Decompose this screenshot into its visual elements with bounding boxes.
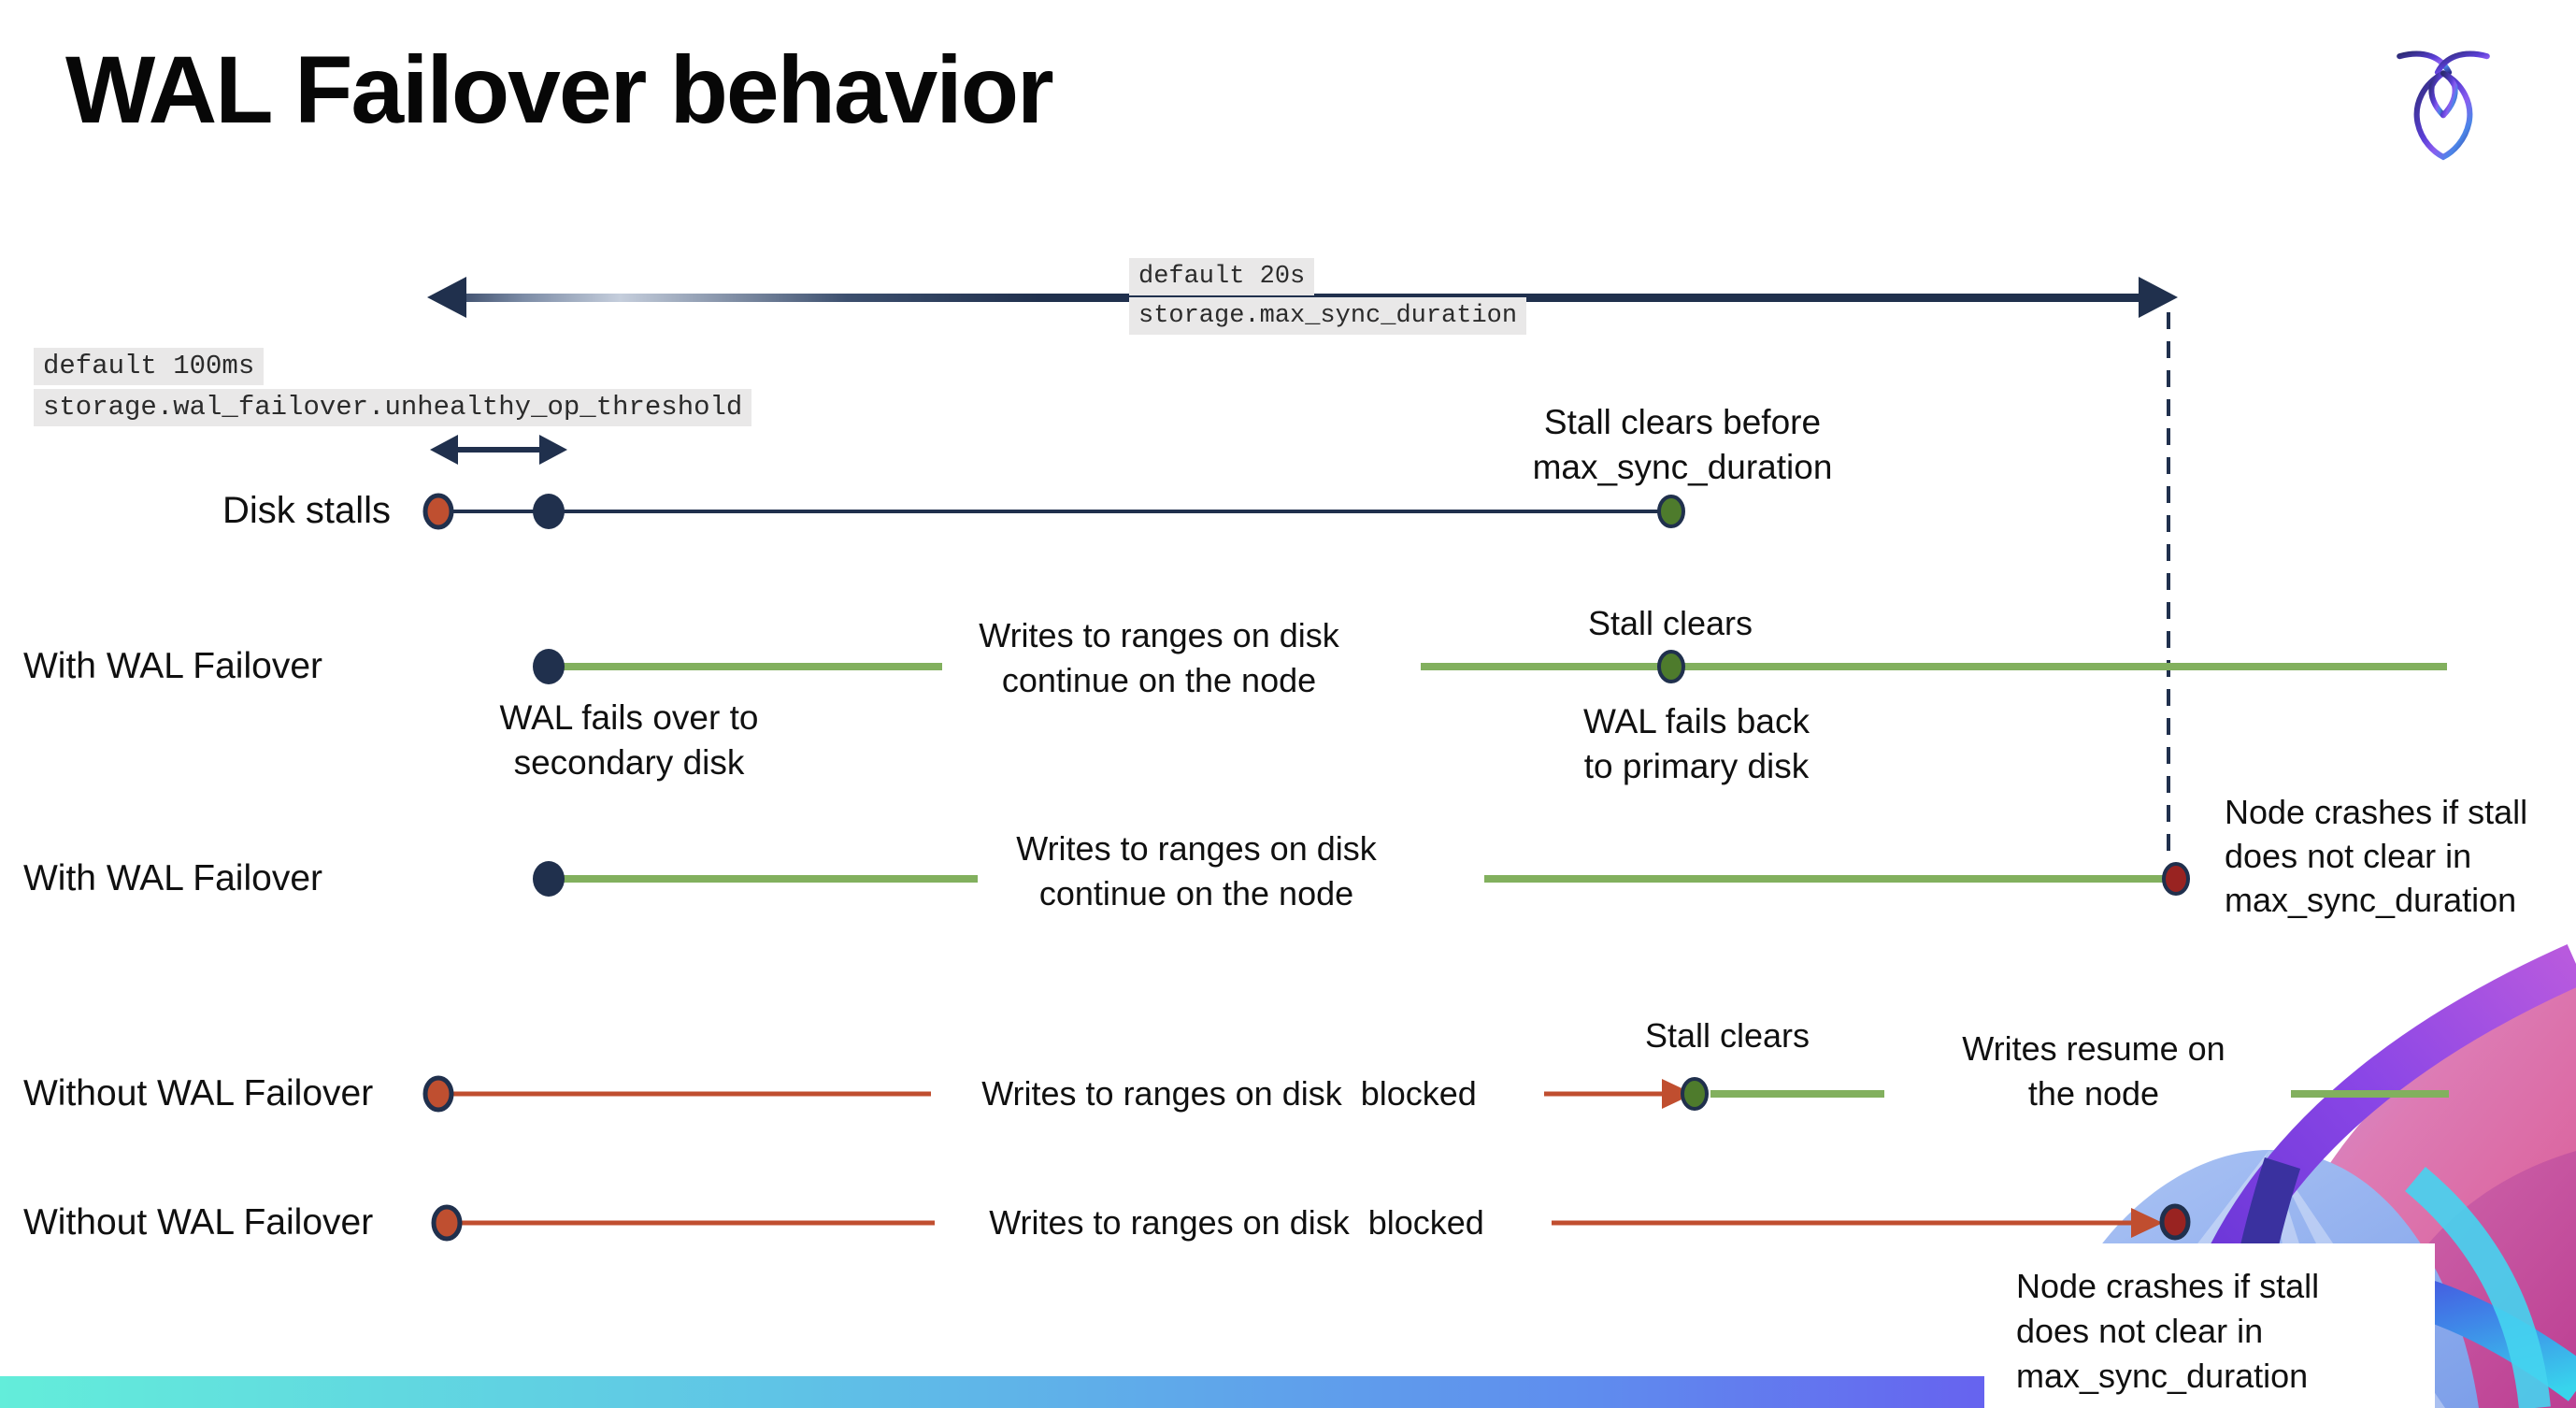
node-crash-callout: Node crashes if stall does not clear in … bbox=[1984, 1243, 2435, 1408]
timeline-with-wal-failover-1 bbox=[533, 649, 2447, 684]
row-label-disk-stalls: Disk stalls bbox=[222, 490, 391, 531]
row-label-without-wal-failover-2: Without WAL Failover bbox=[23, 1202, 374, 1243]
cockroachdb-logo-icon bbox=[2397, 50, 2490, 161]
failover-dot bbox=[533, 861, 565, 897]
stall-start-dot bbox=[422, 1075, 454, 1113]
threshold-setting-name: storage.wal_failover.unhealthy_op_thresh… bbox=[34, 389, 752, 426]
max-sync-default-label: default 20s bbox=[1129, 258, 1315, 295]
unhealthy-op-threshold-arrow bbox=[430, 435, 567, 465]
stall-start-dot bbox=[431, 1204, 463, 1242]
note-node-crash-2: Node crashes if stall does not clear in … bbox=[2016, 1267, 2320, 1395]
timeline-disk-stalls bbox=[422, 493, 1685, 530]
row-label-with-wal-failover-1: With WAL Failover bbox=[23, 646, 322, 686]
note-wal-fails-back: WAL fails back to primary disk bbox=[1583, 702, 1810, 785]
note-writes-continue-1: Writes to ranges on disk continue on the… bbox=[979, 616, 1339, 699]
stall-clears-dot bbox=[1681, 1077, 1709, 1111]
note-stall-clears-2: Stall clears bbox=[1644, 1016, 1810, 1055]
note-node-crash-1: Node crashes if stall does not clear in … bbox=[2225, 793, 2528, 919]
note-writes-continue-2: Writes to ranges on disk continue on the… bbox=[1016, 829, 1377, 912]
note-writes-resume: Writes resume on the node bbox=[1962, 1029, 2225, 1113]
node-crash-dot bbox=[2159, 1203, 2191, 1241]
note-stall-clears-1: Stall clears bbox=[1587, 604, 1753, 642]
node-crash-dot bbox=[2162, 862, 2190, 896]
threshold-dot bbox=[533, 494, 565, 529]
note-stall-clears-before: Stall clears before max_sync_duration bbox=[1532, 403, 1833, 486]
row-label-without-wal-failover-1: Without WAL Failover bbox=[23, 1073, 374, 1113]
max-sync-setting-name: storage.max_sync_duration bbox=[1129, 297, 1527, 335]
stall-clears-dot bbox=[1657, 650, 1685, 683]
page-title: WAL Failover behavior bbox=[65, 36, 1054, 143]
failover-dot bbox=[533, 649, 565, 684]
note-writes-blocked-1: Writes to ranges on disk blocked bbox=[981, 1074, 1477, 1113]
threshold-default-label: default 100ms bbox=[34, 348, 265, 385]
note-writes-blocked-2: Writes to ranges on disk blocked bbox=[989, 1203, 1484, 1242]
stall-clears-dot bbox=[1657, 495, 1685, 528]
stall-start-dot bbox=[422, 493, 454, 530]
note-wal-fails-over: WAL fails over to secondary disk bbox=[499, 698, 759, 782]
row-label-with-wal-failover-2: With WAL Failover bbox=[23, 858, 322, 898]
